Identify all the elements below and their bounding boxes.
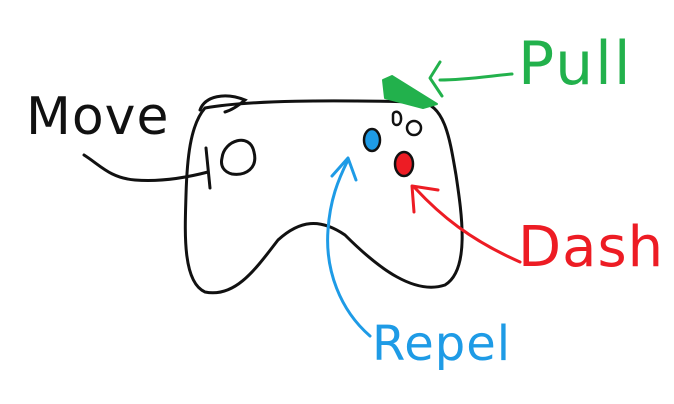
dash-label: Dash (518, 215, 664, 280)
analog-stick-icon (220, 138, 257, 176)
move-pointer-line (82, 153, 210, 182)
move-pointer-tick (204, 146, 212, 190)
select-button-outline (391, 110, 403, 127)
left-bumper-outline (198, 94, 248, 114)
repel-arrow-head (330, 156, 358, 182)
dash-arrow-line (413, 186, 522, 264)
repel-label: Repel (372, 316, 511, 372)
start-button-outline (405, 119, 423, 137)
pull-arrow-head (428, 60, 444, 98)
pull-label: Pull (518, 29, 633, 99)
red-button (393, 150, 415, 178)
blue-button (362, 127, 382, 153)
trigger-button-icon (382, 75, 438, 109)
dash-arrow-head (410, 184, 440, 214)
repel-arrow-line (326, 158, 372, 338)
pull-arrow-line (438, 72, 514, 82)
move-label: Move (26, 87, 169, 147)
